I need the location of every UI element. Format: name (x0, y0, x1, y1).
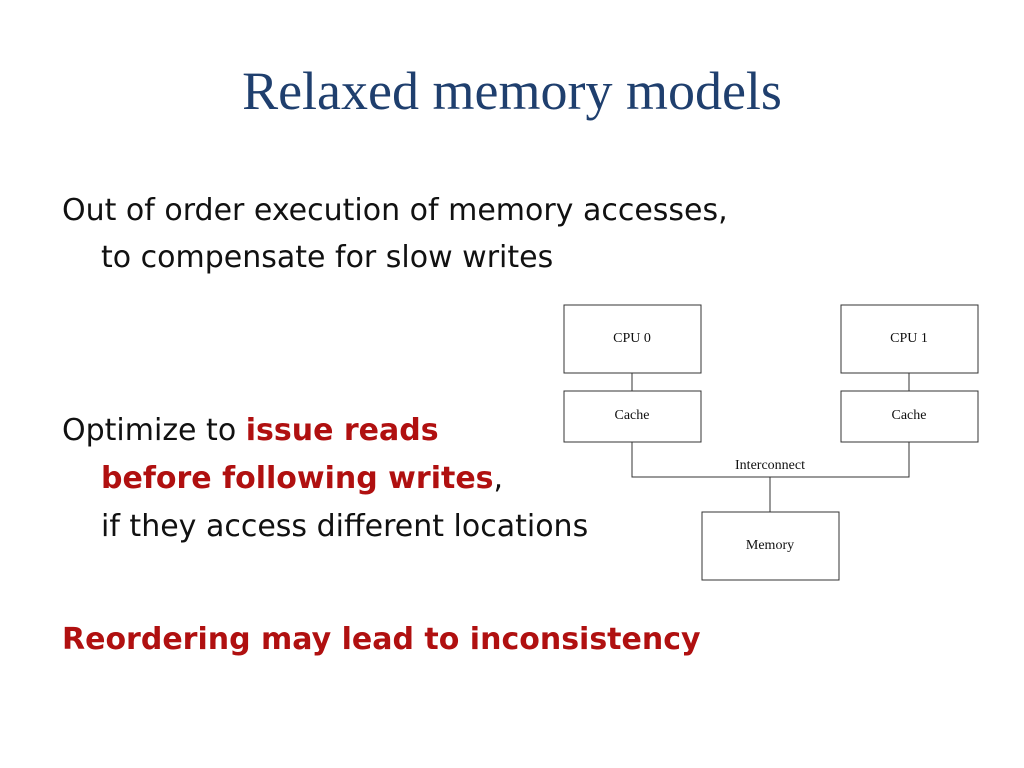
interconnect-label: Interconnect (735, 458, 805, 473)
emphasis-issue-reads: issue reads (245, 413, 439, 448)
memory-label: Memory (746, 538, 794, 553)
bullet-2-comma: , (493, 461, 504, 496)
bullet-2-line-3: if they access different locations (101, 509, 589, 544)
cpu0-box (563, 304, 702, 374)
cache1-label: Cache (892, 408, 927, 423)
conclusion-text: Reordering may lead to inconsistency (62, 622, 701, 657)
bullet-2-line-2: before following writes, (101, 461, 503, 497)
bullet-2-line-1: Optimize to issue reads (62, 413, 439, 449)
bullet-1-line-2: to compensate for slow writes (101, 240, 554, 275)
bullet-1-line-1: Out of order execution of memory accesse… (62, 193, 728, 228)
cpu1-box (840, 304, 979, 374)
cache0-label: Cache (615, 408, 650, 423)
slide-title: Relaxed memory models (242, 61, 782, 121)
cpu0-label: CPU 0 (613, 331, 651, 346)
memory-box (701, 511, 840, 581)
cache1-box (840, 390, 979, 443)
emphasis-before-following-writes: before following writes (101, 461, 494, 496)
bullet-2-prefix: Optimize to (62, 413, 246, 448)
cache0-box (563, 390, 702, 443)
cpu1-label: CPU 1 (890, 331, 928, 346)
